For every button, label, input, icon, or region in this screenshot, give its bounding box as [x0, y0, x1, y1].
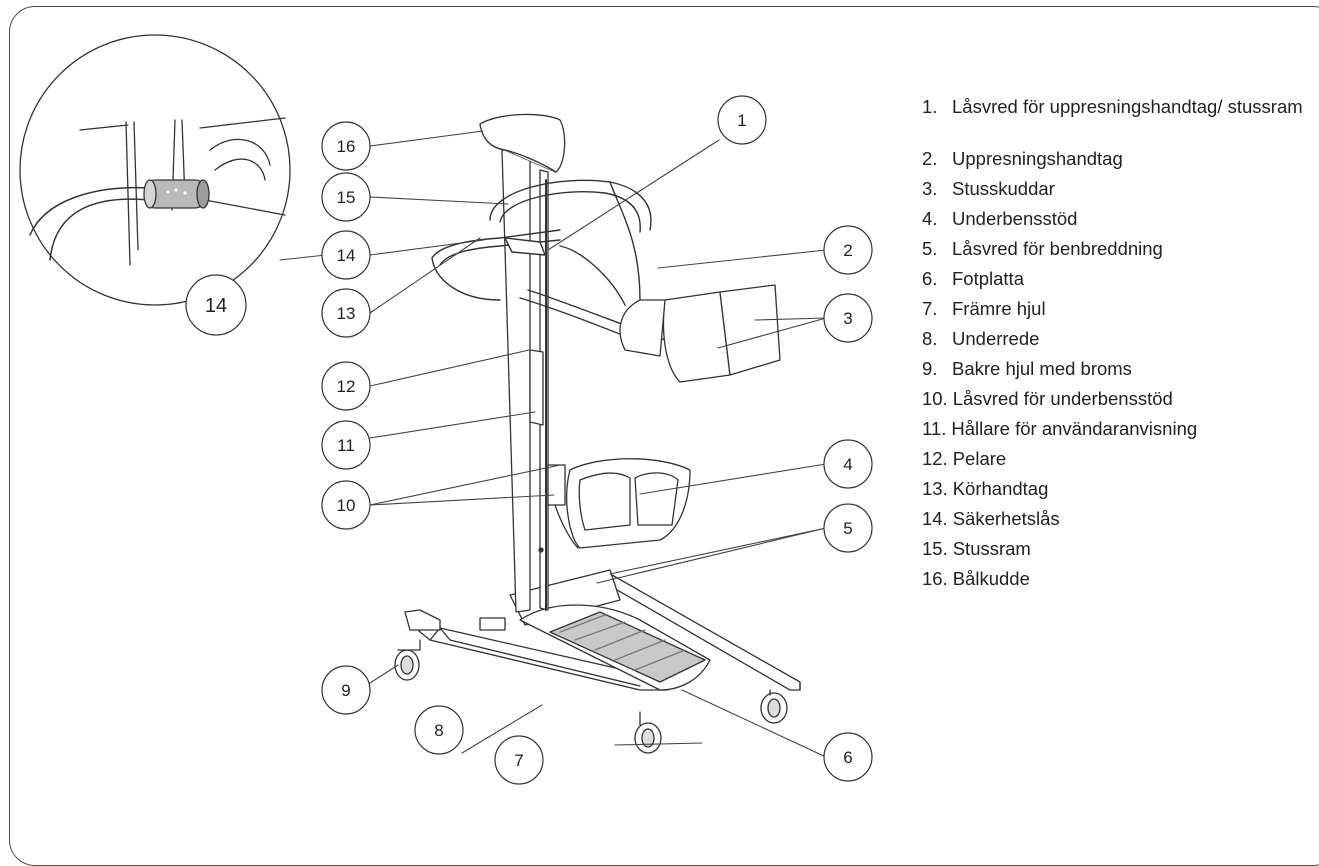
legend-item: 4. Underbensstöd [922, 208, 1313, 238]
legend-text: Fotplatta [952, 268, 1024, 289]
legend-item: 15.Stussram [922, 538, 1313, 568]
legend-text: Pelare [952, 448, 1007, 469]
legend-text: Främre hjul [952, 298, 1046, 319]
legend-number: 13. [922, 478, 948, 499]
legend-text: Bålkudde [952, 568, 1030, 589]
legend-text: Underbensstöd [952, 208, 1078, 229]
legend-number: 15. [922, 538, 948, 559]
callout-8: 8 [434, 721, 443, 740]
legend-number: 7. [922, 298, 938, 319]
callout-14: 14 [337, 246, 356, 265]
legend-item: 2. Uppresningshandtag [922, 148, 1313, 178]
callout-5: 5 [843, 519, 852, 538]
legend-number: 16. [922, 568, 948, 589]
legend-item: 11.Hållare för användaranvisning [922, 418, 1313, 448]
legend-item: 13.Körhandtag [922, 478, 1313, 508]
legend-number: 4. [922, 208, 938, 229]
legend-text: Låsvred för benbreddning [952, 238, 1163, 259]
inset-detail [19, 34, 291, 306]
legend-item: 1. Låsvred för uppresningshandtag/ stussr… [922, 96, 1313, 148]
callout-7: 7 [514, 751, 523, 770]
legend-item: 14.Säkerhetslås [922, 508, 1313, 538]
leader-lines [279, 130, 827, 758]
callout-11: 11 [337, 436, 355, 455]
legend-text: Körhandtag [952, 478, 1049, 499]
legend-number: 5. [922, 238, 938, 259]
legend-text: Stusskuddar [952, 178, 1055, 199]
callout-6: 6 [843, 748, 852, 767]
buttock-pads [619, 284, 781, 383]
legend-item: 16.Bålkudde [922, 568, 1313, 598]
callout-15: 15 [337, 188, 356, 207]
shin-support [547, 458, 691, 549]
callout-numbers: 1 2 3 4 5 6 7 8 9 10 11 12 13 14 15 16 1… [205, 111, 853, 770]
callout-13: 13 [337, 304, 356, 323]
legend-number: 10. [922, 388, 948, 409]
chest-pad [479, 113, 566, 173]
legend-number: 2. [922, 148, 938, 169]
legend-text: Hållare för användaranvisning [951, 418, 1198, 439]
legend-number: 3. [922, 178, 938, 199]
legend-item: 6. Fotplatta [922, 268, 1313, 298]
callout-3: 3 [843, 309, 852, 328]
legend-item: 8. Underrede [922, 328, 1313, 358]
legend-number: 12. [922, 448, 948, 469]
legend-text: Säkerhetslås [952, 508, 1060, 529]
column [501, 149, 549, 613]
wheels [394, 639, 788, 754]
callout-markers [185, 95, 873, 785]
legend-number: 11. [922, 418, 947, 439]
callout-16: 16 [337, 137, 356, 156]
legend-number: 6. [922, 268, 938, 289]
legend-number: 9. [922, 358, 938, 379]
callout-1: 1 [737, 111, 746, 130]
legend-text: Låsvred för underbensstöd [952, 388, 1173, 409]
legend-number: 14. [922, 508, 948, 529]
legend-text: Låsvred för uppresningshandtag/ stussram [952, 96, 1303, 117]
parts-legend: 1. Låsvred för uppresningshandtag/ stussr… [922, 96, 1313, 598]
legend-item: 3. Stusskuddar [922, 178, 1313, 208]
legend-text: Underrede [952, 328, 1040, 349]
legend-item: 10.Låsvred för underbensstöd [922, 388, 1313, 418]
callout-4: 4 [843, 455, 852, 474]
legend-number: 1. [922, 96, 938, 117]
callout-10: 10 [337, 496, 356, 515]
legend-item: 12.Pelare [922, 448, 1313, 478]
legend-item: 9. Bakre hjul med broms [922, 358, 1313, 388]
legend-text: Uppresningshandtag [952, 148, 1123, 169]
legend-number: 8. [922, 328, 938, 349]
legend-text: Stussram [952, 538, 1031, 559]
callout-9: 9 [341, 681, 350, 700]
foot-plate [519, 604, 711, 691]
callout-2: 2 [843, 241, 852, 260]
callout-12: 12 [337, 377, 356, 396]
legend-text: Bakre hjul med broms [952, 358, 1132, 379]
legend-item: 5. Låsvred för benbreddning [922, 238, 1313, 268]
legend-item: 7. Främre hjul [922, 298, 1313, 328]
inset-callout-14: 14 [205, 295, 227, 317]
